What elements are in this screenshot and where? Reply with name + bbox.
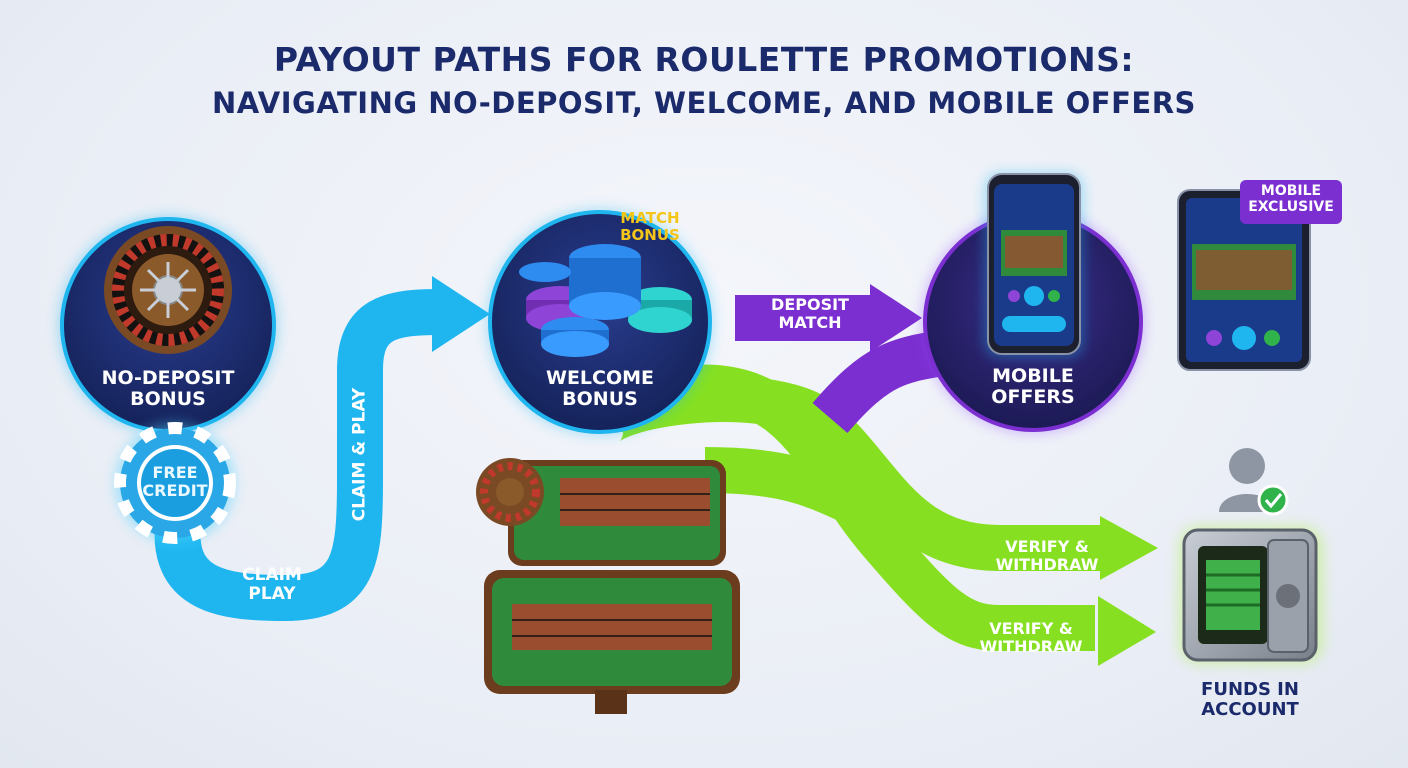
free-credit-line1: FREE [152,463,198,482]
match-bonus-line2: BONUS [620,225,680,244]
deposit-match-line1: DEPOSIT [771,295,849,314]
deposit-match-label: DEPOSIT MATCH [760,296,860,332]
mobile-exclusive-badge [1240,180,1342,224]
claim-bottom-line2: PLAY [248,584,296,605]
smartphone-icon [984,172,1084,358]
title-line-1: PAYOUT PATHS FOR ROULETTE PROMOTIONS: [273,40,1135,79]
free-credit-chip [114,422,236,544]
claim-play-bottom-label: CLAIM PLAY [222,565,322,605]
welcome-line2: BONUS [562,388,638,411]
roulette-table-icon-2 [484,570,740,714]
green-arrowhead-1 [1100,516,1158,580]
claim-play-vertical-label: CLAIM & PLAY [349,387,370,522]
deposit-match-line2: MATCH [778,312,842,332]
mobile-label: MOBILE OFFERS [968,365,1098,409]
purple-arrowhead [870,284,922,352]
tablet-icon [1177,189,1311,371]
mobile-line2: OFFERS [991,386,1075,409]
vault-icon [1182,528,1318,662]
green-arrowhead-2 [1098,596,1156,666]
welcome-line1: WELCOME [545,367,655,389]
verify-1-line1: VERIFY & [1005,537,1089,556]
poker-chips-icon [519,244,692,357]
roulette-wheel-icon [104,226,232,354]
title-line-2: NAVIGATING NO-DEPOSIT, WELCOME, AND MOBI… [212,86,1196,120]
free-credit-label: FREE CREDIT [120,464,230,500]
mobile-exclusive-line1: MOBILE [1260,183,1322,199]
mobile-exclusive-label: MOBILE EXCLUSIVE [1242,183,1340,215]
match-bonus-label: MATCH BONUS [610,210,690,244]
free-credit-line2: CREDIT [142,480,208,500]
user-check-icon [1219,448,1289,516]
funds-line2: ACCOUNT [1201,699,1299,721]
claim-bottom-line1: CLAIM [242,565,302,585]
no-deposit-line1: NO-DEPOSIT [101,367,235,389]
mobile-line1: MOBILE [992,365,1074,387]
funds-label: FUNDS IN ACCOUNT [1180,679,1320,721]
verify-1-line2: WITHDRAW [995,554,1099,574]
welcome-label: WELCOME BONUS [525,367,675,411]
no-deposit-label: NO-DEPOSIT BONUS [88,367,248,411]
funds-line1: FUNDS IN [1201,679,1299,700]
verify-2-line2: WITHDRAW [979,636,1083,656]
mobile-exclusive-line2: EXCLUSIVE [1248,198,1334,215]
roulette-table-icon [476,458,726,566]
verify-withdraw-label-1: VERIFY & WITHDRAW [982,538,1112,574]
blue-claim-path [154,276,490,622]
verify-2-line1: VERIFY & [989,619,1073,638]
no-deposit-line2: BONUS [130,388,206,411]
match-bonus-line1: MATCH [620,209,680,227]
verify-withdraw-label-2: VERIFY & WITHDRAW [966,620,1096,656]
